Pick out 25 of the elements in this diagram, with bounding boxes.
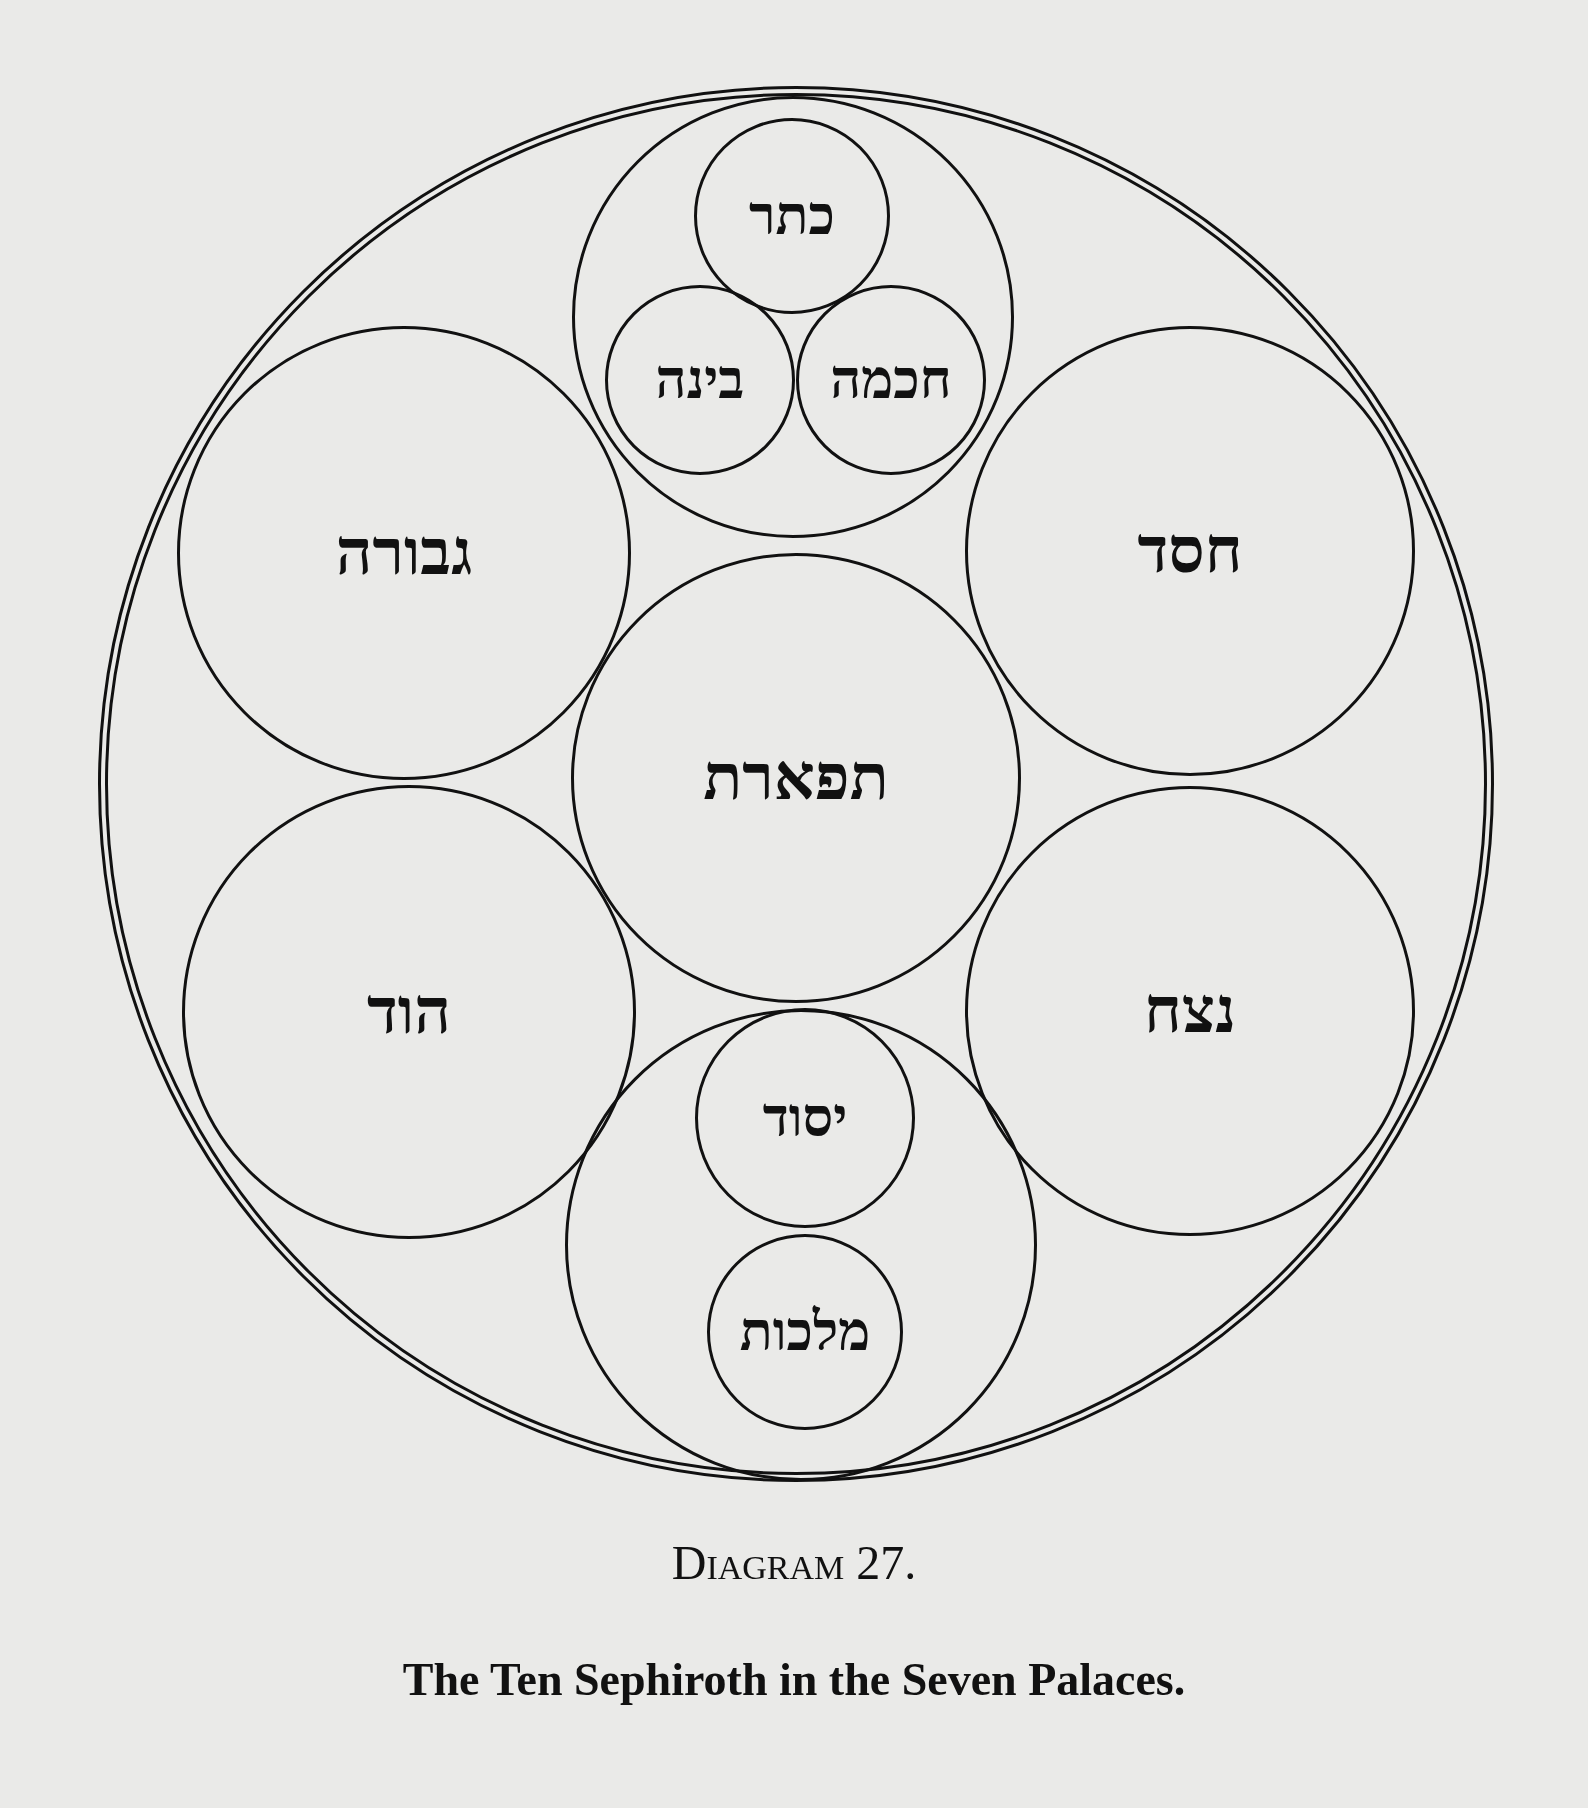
sephirah-circle [571,553,1021,1003]
sephirah-name: מלכות [739,1301,871,1363]
sephirah-circle [965,786,1415,1236]
sephirah-circle [965,326,1415,776]
sephirah-name: יסוד [762,1087,848,1149]
sephirah-circle [605,285,795,475]
palace-circle [572,96,1014,538]
sephirah-circle [707,1234,903,1430]
sephirah-circle [694,118,890,314]
sephirah-name: בינה [655,349,745,411]
sephirah-name: חסד [1137,514,1243,588]
palace-circle [565,1009,1037,1481]
sephirah-name: הוד [367,975,451,1049]
sephirah-name: כתר [749,185,835,247]
sephirah-circle [695,1008,915,1228]
sephirah-circle [177,326,631,780]
sephirah-name: נצח [1143,974,1237,1048]
sephirah-name: חכמה [830,349,952,411]
diagram-title: Diagram 27. [670,1535,918,1590]
sephirah-name: תפארת [703,741,889,815]
sephirah-circle [182,785,636,1239]
sephirah-circle [796,285,986,475]
sephirah-name: גבורה [335,516,473,590]
outer-ring [98,86,1494,1482]
caption: The Ten Sephiroth in the Seven Palaces. [401,1653,1187,1707]
